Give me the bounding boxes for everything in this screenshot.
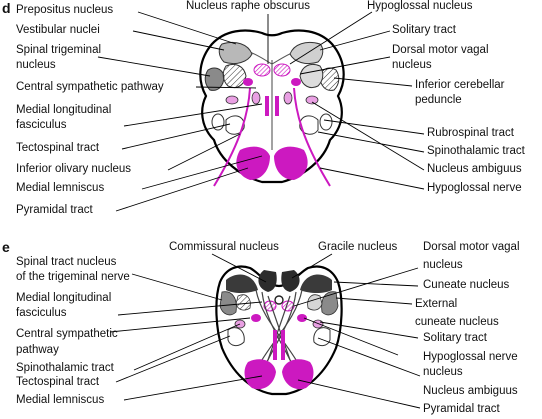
panel-letter-e: e [2, 239, 10, 255]
label-hypoglossal-nerve-nucleus-2: nucleus [423, 366, 463, 378]
label-tectospinal-tract: Tectospinal tract [16, 142, 100, 154]
label-solitary-tract-e: Solitary tract [423, 332, 487, 344]
label-inferior-olivary-nucleus: Inferior olivary nucleus [16, 163, 132, 175]
label-spinal-tract-nucleus-2: of the trigeminal nerve [16, 271, 130, 283]
panel-letter-d: d [2, 0, 11, 16]
leader-lines-d [97, 11, 425, 212]
label-central-sympathetic-e: Central sympathetic [16, 328, 118, 340]
label-medial-longitudinal-e-2: fasciculus [16, 307, 67, 319]
label-hypoglossal-nucleus: Hypoglossal nucleus [367, 0, 473, 12]
label-spinothalamic-tract: Spinothalamic tract [427, 145, 525, 157]
label-medial-longitudinal-2: fasciculus [16, 119, 67, 131]
label-spinothalamic-tract-e: Spinothalamic tract [16, 362, 114, 374]
label-pyramidal-tract-e: Pyramidal tract [423, 403, 500, 415]
leader-lines-e [109, 253, 421, 409]
label-cuneate-nucleus: Cuneate nucleus [423, 279, 510, 291]
label-spinal-tract-nucleus: Spinal tract nucleus [16, 256, 117, 268]
medulla-section-e [215, 265, 343, 396]
label-central-sympathetic-e-2: pathway [16, 344, 59, 356]
label-gracile-nucleus: Gracile nucleus [318, 241, 398, 253]
label-medial-longitudinal: Medial longitudinal [16, 104, 112, 116]
label-central-sympathetic-pathway: Central sympathetic pathway [16, 81, 164, 93]
label-vestibular-nuclei: Vestibular nuclei [16, 24, 100, 36]
label-medial-longitudinal-e: Medial longitudinal [16, 292, 112, 304]
label-prepositus-nucleus: Prepositus nucleus [16, 4, 114, 16]
label-medial-lemniscus: Medial lemniscus [16, 182, 105, 194]
label-rubrospinal-tract: Rubrospinal tract [427, 127, 514, 139]
label-dorsal-motor-vagal: Dorsal motor vagal [392, 44, 489, 56]
label-nucleus-ambiguus: Nucleus ambiguus [427, 163, 522, 175]
label-spinal-trigeminal-2: nucleus [16, 59, 56, 71]
label-dorsal-motor-vagal-e: Dorsal motor vagal [423, 241, 520, 253]
label-commissural-nucleus: Commissural nucleus [169, 241, 279, 253]
label-dorsal-motor-vagal-e-2: nucleus [423, 259, 463, 271]
label-nucleus-raphe-obscurus: Nucleus raphe obscurus [186, 0, 311, 12]
label-external-cuneate-2: cuneate nucleus [415, 316, 499, 328]
label-pyramidal-tract: Pyramidal tract [16, 204, 93, 216]
label-hypoglossal-nerve: Hypoglossal nerve [427, 182, 522, 194]
label-external-cuneate: External [415, 298, 458, 310]
medulla-section-d [199, 29, 345, 187]
label-medial-lemniscus-e: Medial lemniscus [16, 394, 105, 406]
label-tectospinal-tract-e: Tectospinal tract [16, 376, 100, 388]
label-inferior-cerebellar-2: peduncle [415, 94, 462, 106]
label-nucleus-ambiguus-e: Nucleus ambiguus [423, 385, 518, 397]
label-spinal-trigeminal: Spinal trigeminal [16, 44, 102, 56]
label-solitary-tract: Solitary tract [392, 24, 456, 36]
label-hypoglossal-nerve-nucleus: Hypoglossal nerve [423, 351, 518, 363]
label-dorsal-motor-vagal-2: nucleus [392, 59, 432, 71]
label-inferior-cerebellar: Inferior cerebellar [415, 79, 505, 91]
